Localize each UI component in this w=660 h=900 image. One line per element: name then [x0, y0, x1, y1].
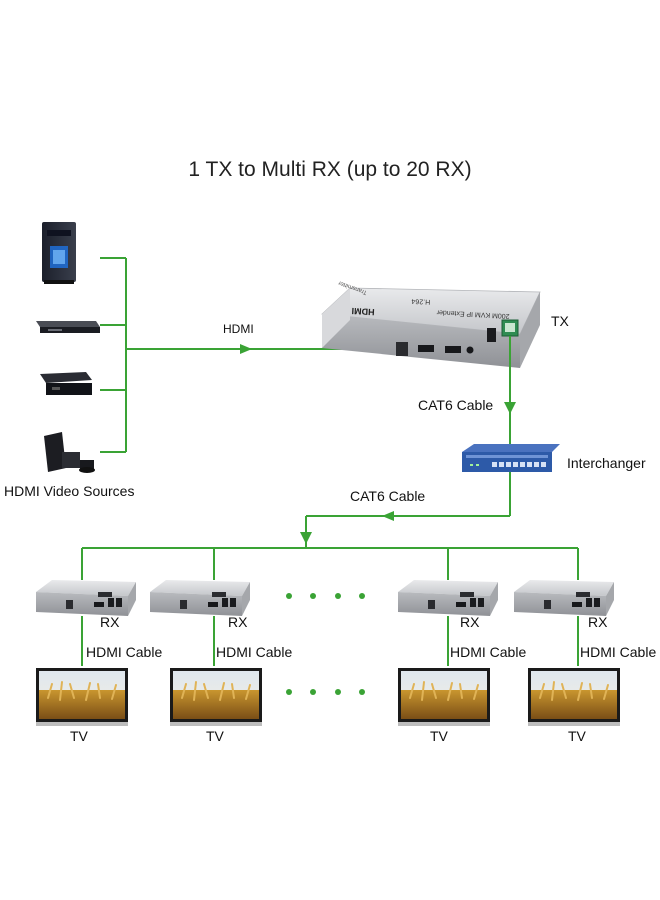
- switch-label: Interchanger: [567, 455, 646, 471]
- ellipsis-dots-tv: [286, 689, 365, 695]
- rx-label-3: RX: [460, 614, 480, 630]
- hdmi-cable-label-4: HDMI Cable: [580, 644, 657, 660]
- network-wiring: [81, 336, 579, 580]
- set-top-box-icon: [40, 372, 92, 395]
- rx-device-icon-2: [150, 580, 250, 616]
- rx-device-icon-4: [514, 580, 614, 616]
- hdmi-cable-label-3: HDMI Cable: [450, 644, 527, 660]
- tv-label-1: TV: [70, 728, 88, 744]
- hdmi-in-port-icon: [418, 345, 434, 352]
- diagram-title: 1 TX to Multi RX (up to 20 RX): [188, 158, 472, 181]
- tx-name-text: 200M KVM IP Extender: [436, 308, 510, 319]
- cat6-arrow-drop: [300, 532, 312, 544]
- hdmi-cable-label-1: HDMI Cable: [86, 644, 163, 660]
- rx-label-4: RX: [588, 614, 608, 630]
- cat6-arrow-left: [382, 511, 394, 521]
- dvd-player-icon: [36, 321, 100, 333]
- tv-icon-4: [528, 668, 620, 726]
- tv-icon-2: [170, 668, 262, 726]
- usb-port-icon: [487, 328, 496, 342]
- tx-label: TX: [551, 313, 569, 329]
- hdmi-cables-rx-tv: [81, 616, 579, 666]
- rx-label-2: RX: [228, 614, 248, 630]
- cat6-label-2: CAT6 Cable: [350, 488, 426, 504]
- tv-icon-3: [398, 668, 490, 726]
- tv-label-3: TV: [430, 728, 448, 744]
- tx-device-icon: [321, 287, 541, 368]
- sources-label: HDMI Video Sources: [4, 483, 135, 499]
- tx-brand-text: HDMI: [351, 306, 374, 317]
- rx-device-icon-3: [398, 580, 498, 616]
- rx-label-1: RX: [100, 614, 120, 630]
- pc-tower-icon: [42, 222, 76, 284]
- tv-label-2: TV: [206, 728, 224, 744]
- hdmi-label: HDMI: [223, 322, 254, 336]
- tx-model-text: H.264: [411, 297, 430, 305]
- hdmi-arrow: [240, 344, 252, 354]
- hdmi-loop-port-icon: [445, 346, 461, 353]
- cat6-arrow-down: [504, 402, 516, 414]
- tv-label-4: TV: [568, 728, 586, 744]
- dc-port-icon: [396, 342, 408, 356]
- game-console-icon: [44, 432, 95, 473]
- tv-icon-1: [36, 668, 128, 726]
- source-wiring: [100, 257, 400, 453]
- audio-port-icon: [466, 346, 474, 354]
- hdmi-cable-label-2: HDMI Cable: [216, 644, 293, 660]
- cat6-label-1: CAT6 Cable: [418, 397, 494, 413]
- ellipsis-dots-rx: [286, 593, 365, 599]
- network-switch-icon: [462, 444, 560, 472]
- rx-device-icon-1: [36, 580, 136, 616]
